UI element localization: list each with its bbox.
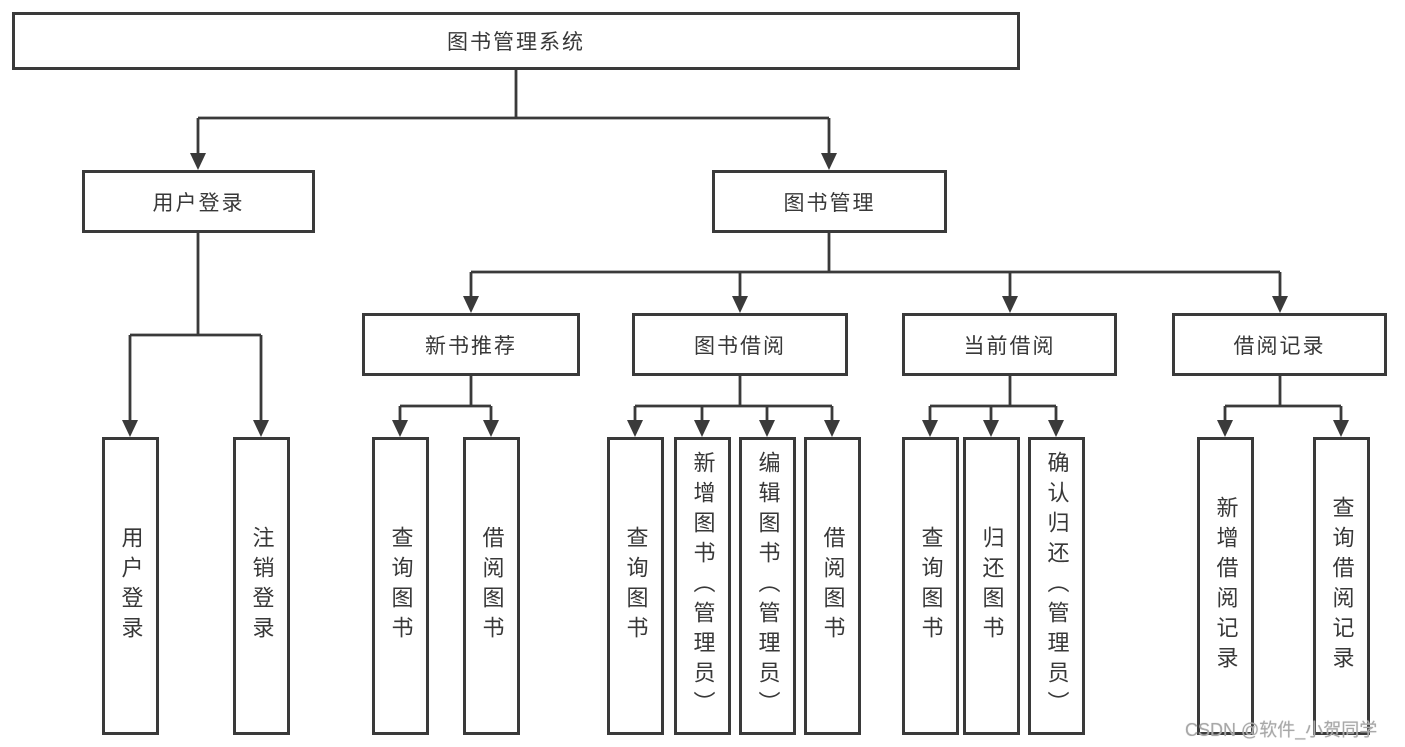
edge-root-children [196, 70, 831, 154]
node-label: 当前借阅 [963, 334, 1056, 358]
node-label: 借阅记录 [1233, 334, 1326, 358]
arrow-down-icon [922, 420, 938, 437]
arrow-down-icon [253, 420, 269, 437]
node-query-book-current: 查询图书 [902, 437, 959, 735]
edge-book-mgmt-children [469, 233, 1282, 297]
edge-book-borrow-children [633, 376, 834, 421]
node-logout: 注销登录 [233, 437, 290, 735]
node-confirm-return-admin: 确认归还（管理员） [1028, 437, 1085, 735]
node-label: 查询借阅记录 [1329, 496, 1355, 676]
arrow-down-icon [759, 420, 775, 437]
arrow-down-icon [392, 420, 408, 437]
arrow-down-icon [1272, 296, 1288, 313]
node-query-borrow-record: 查询借阅记录 [1313, 437, 1370, 735]
edge-user-login-children [128, 233, 263, 421]
node-label: 用户登录 [118, 526, 144, 646]
arrow-down-icon [483, 420, 499, 437]
node-label: 图书管理系统 [447, 31, 585, 54]
node-label: 用户登录 [152, 191, 245, 215]
node-label: 查询图书 [623, 526, 649, 646]
arrow-down-icon [1048, 420, 1064, 437]
arrow-down-icon [1217, 420, 1233, 437]
arrow-down-icon [1333, 420, 1349, 437]
node-borrow-record: 借阅记录 [1172, 313, 1387, 376]
node-user-login-leaf: 用户登录 [102, 437, 159, 735]
node-system-root: 图书管理系统 [12, 12, 1020, 70]
node-query-book-recommend: 查询图书 [372, 437, 429, 735]
node-label: 确认归还（管理员） [1044, 451, 1070, 721]
arrowheads [122, 153, 1349, 437]
arrow-down-icon [821, 153, 837, 170]
arrow-down-icon [190, 153, 206, 170]
node-book-borrow: 图书借阅 [632, 313, 848, 376]
arrow-down-icon [824, 420, 840, 437]
arrow-down-icon [122, 420, 138, 437]
node-add-borrow-record: 新增借阅记录 [1197, 437, 1254, 735]
node-book-management: 图书管理 [712, 170, 947, 233]
node-label: 借阅图书 [820, 526, 846, 646]
node-label: 编辑图书（管理员） [755, 451, 781, 721]
node-label: 新增图书（管理员） [690, 451, 716, 721]
arrow-down-icon [694, 420, 710, 437]
node-return-book: 归还图书 [963, 437, 1020, 735]
node-borrow-book-recommend: 借阅图书 [463, 437, 520, 735]
arrow-down-icon [983, 420, 999, 437]
arrow-down-icon [1002, 296, 1018, 313]
arrow-down-icon [627, 420, 643, 437]
arrow-down-icon [732, 296, 748, 313]
arrow-down-icon [463, 296, 479, 313]
node-add-book-admin: 新增图书（管理员） [674, 437, 731, 735]
node-label: 借阅图书 [479, 526, 505, 646]
node-edit-book-admin: 编辑图书（管理员） [739, 437, 796, 735]
node-label: 查询图书 [388, 526, 414, 646]
node-label: 图书管理 [783, 191, 876, 215]
node-current-borrow: 当前借阅 [902, 313, 1117, 376]
edge-new-book-rec-children [398, 376, 493, 421]
node-label: 注销登录 [249, 526, 275, 646]
edge-borrow-record-children [1223, 376, 1343, 421]
node-new-book-recommend: 新书推荐 [362, 313, 580, 376]
node-borrow-book: 借阅图书 [804, 437, 861, 735]
node-label: 图书借阅 [694, 334, 786, 358]
node-user-login: 用户登录 [82, 170, 315, 233]
node-label: 新增借阅记录 [1213, 496, 1239, 676]
csdn-watermark: CSDN @软件_小贺同学 [1185, 720, 1378, 740]
edge-current-borrow-children [928, 376, 1058, 421]
node-query-book-borrow: 查询图书 [607, 437, 664, 735]
node-label: 查询图书 [918, 526, 944, 646]
node-label: 归还图书 [979, 526, 1005, 646]
node-label: 新书推荐 [425, 334, 517, 358]
